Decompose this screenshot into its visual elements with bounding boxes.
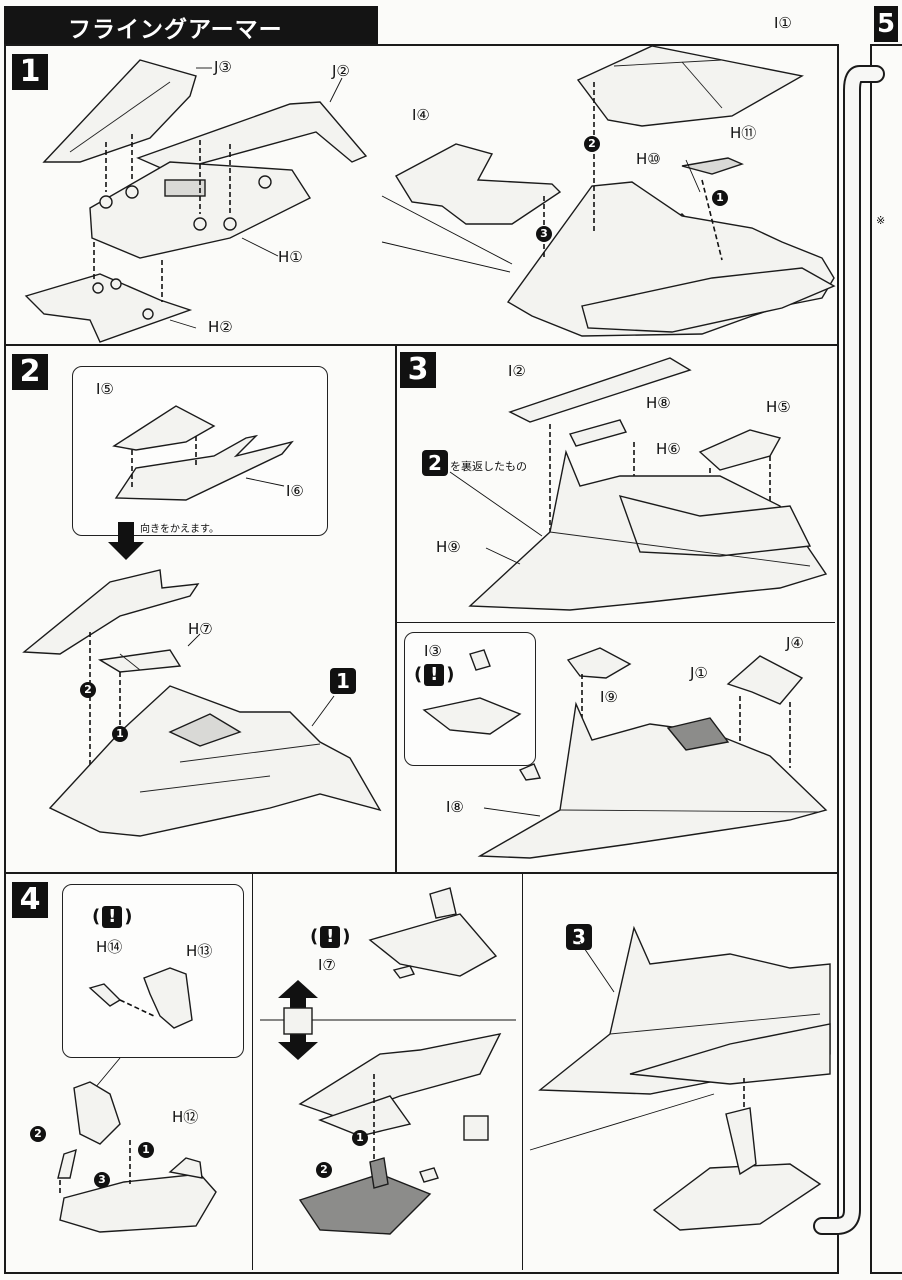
page-title: フライングアーマー	[68, 17, 283, 43]
step4-order-1: 1	[138, 1142, 154, 1158]
part-label-J1: J①	[690, 664, 708, 682]
step-4-right-illustration	[529, 925, 831, 1231]
step-1-number: 1	[12, 54, 48, 90]
part-label-H12: H⑫	[172, 1108, 199, 1126]
caution-open: (	[414, 664, 423, 685]
rotate-note: 向きをかえます。	[140, 524, 219, 535]
step-2-inset-illustration	[112, 405, 294, 501]
step4-order-2: 2	[30, 1126, 46, 1142]
step4b-order-1: 1	[352, 1130, 368, 1146]
part-label-H13: H⑬	[186, 942, 213, 960]
caution-icon: !	[424, 664, 445, 686]
caution-open-4a: (	[92, 906, 101, 927]
part-label-H14: H⑭	[96, 938, 123, 956]
step-2-number: 2	[12, 354, 48, 390]
step-4-detail-inset	[62, 884, 244, 1058]
part-label-H6: H⑥	[656, 440, 681, 458]
caution-close-4b: )	[342, 926, 351, 947]
part-label-I9: I⑨	[600, 688, 618, 706]
part-label-H1: H①	[278, 248, 303, 266]
part-label-H10: H⑩	[636, 150, 661, 168]
step-1-right-illustration	[381, 45, 836, 337]
caution-icon-4a: !	[102, 906, 123, 928]
part-label-I1: I①	[774, 14, 792, 32]
step-3-upper-illustration	[449, 357, 828, 611]
part-label-I6: I⑥	[286, 482, 304, 500]
part-label-J3: J③	[214, 58, 232, 76]
step4b-order-2: 2	[316, 1162, 332, 1178]
order-2-marker: 2	[584, 136, 600, 152]
ref-step-2-badge: 2	[422, 450, 448, 476]
order-3-marker: 3	[536, 226, 552, 242]
caution-open-4b: (	[310, 926, 319, 947]
step-4-panel	[4, 872, 839, 1274]
part-label-I4: I④	[412, 106, 430, 124]
continuation-arrow-rail	[813, 65, 885, 1235]
caution-close: )	[446, 664, 455, 685]
step-2-main-illustration	[22, 569, 382, 837]
step-3-lower-divider	[395, 622, 835, 623]
order-1-marker: 1	[712, 190, 728, 206]
ref-step-1-badge: 1	[330, 668, 356, 694]
step-3-number: 3	[400, 352, 436, 388]
step-5-panel-edge	[870, 44, 902, 1274]
step2-order-2: 2	[80, 682, 96, 698]
part-label-I2: I②	[508, 362, 526, 380]
ref-step-3-badge: 3	[566, 924, 592, 950]
step-4-divider-b	[522, 872, 523, 1270]
caution-mark-step3: (!)	[414, 664, 454, 686]
part-label-I7: I⑦	[318, 956, 336, 974]
caution-mark-step4a: (!)	[92, 906, 132, 928]
part-label-H8: H⑧	[646, 394, 671, 412]
step2-order-1: 1	[112, 726, 128, 742]
caution-mark-step4b: (!)	[310, 926, 350, 948]
part-label-H11: H⑪	[730, 124, 757, 142]
step-4-inset-illustration	[88, 967, 193, 1029]
step-4-middle-illustration	[260, 887, 516, 1235]
step-2-down-arrow	[108, 522, 144, 560]
step-3-lower-illustration	[422, 647, 828, 859]
part-label-H9: H⑨	[436, 538, 461, 556]
part-label-I5: I⑤	[96, 380, 114, 398]
part-label-J2: J②	[332, 62, 350, 80]
caution-icon-4b: !	[320, 926, 341, 948]
part-label-H2: H②	[208, 318, 233, 336]
part-label-I3: I③	[424, 642, 442, 660]
part-label-J4: J④	[786, 634, 804, 652]
title-bar: フライングアーマー	[4, 6, 378, 44]
step-5-number: 5	[874, 6, 898, 42]
part-label-I8: I⑧	[446, 798, 464, 816]
step-4-left-illustration	[57, 1057, 217, 1233]
step4-order-3: 3	[94, 1172, 110, 1188]
step-1-left-illustration	[24, 59, 368, 343]
part-label-H5: H⑤	[766, 398, 791, 416]
caution-close-4a: )	[124, 906, 133, 927]
flipped-note: を裏返したもの	[450, 460, 527, 473]
step-4-divider-a	[252, 872, 253, 1270]
step-4-number: 4	[12, 882, 48, 918]
part-label-H7: H⑦	[188, 620, 213, 638]
asterisk-note: ※	[876, 214, 886, 227]
